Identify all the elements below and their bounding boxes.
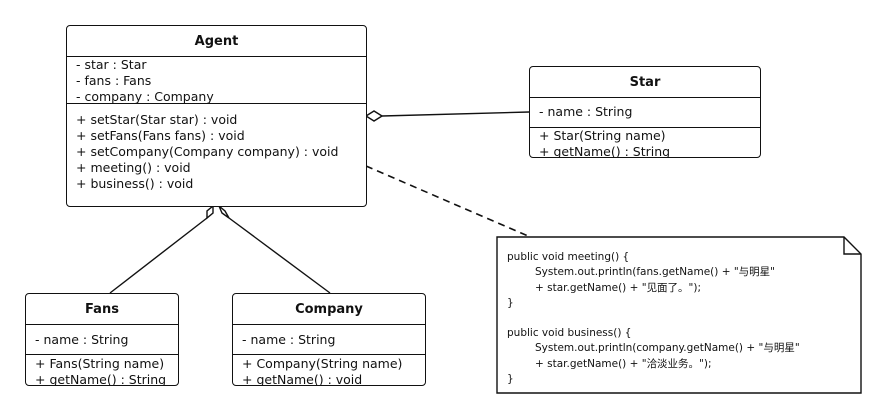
operation: + business() : void xyxy=(76,176,194,191)
note-agent-link xyxy=(365,165,529,237)
attribute: - fans : Fans xyxy=(76,73,152,88)
operation: + setCompany(Company company) : void xyxy=(76,144,339,159)
class-agent-operations: + setStar(Star star) : void + setFans(Fa… xyxy=(67,104,366,192)
star-agent-aggregation-line xyxy=(381,111,530,117)
operation: + Fans(String name) xyxy=(35,356,165,371)
note-line: } xyxy=(507,373,514,385)
class-fans-name: Fans xyxy=(26,294,178,325)
class-star-attributes: - name : String xyxy=(530,98,760,128)
attribute: - name : String xyxy=(242,332,336,347)
class-fans-attributes: - name : String xyxy=(26,325,178,355)
attribute: - star : Star xyxy=(76,57,147,72)
note-line: + star.getName() + "见面了。"); xyxy=(535,282,702,294)
star-agent-aggregation-diamond xyxy=(364,110,384,122)
note-line: + star.getName() + "洽淡业务。"); xyxy=(535,358,712,370)
note-line: public void meeting() { xyxy=(507,251,630,263)
class-company-attributes: - name : String xyxy=(233,325,425,355)
class-star[interactable]: Star - name : String + Star(String name)… xyxy=(529,66,761,158)
note-line: public void business() { xyxy=(507,327,632,339)
company-agent-aggregation-diamond xyxy=(218,205,230,219)
class-star-operations: + Star(String name) + getName() : String xyxy=(530,128,760,158)
operation: + meeting() : void xyxy=(76,160,191,175)
note-line: System.out.println(company.getName() + "… xyxy=(535,342,800,354)
note-shape xyxy=(496,236,862,394)
operation: + setStar(Star star) : void xyxy=(76,112,238,127)
operation: + Company(String name) xyxy=(242,356,403,371)
attribute: - name : String xyxy=(539,104,633,119)
operation: + getName() : String xyxy=(35,372,167,386)
class-agent-name: Agent xyxy=(67,26,366,57)
note-line: System.out.println(fans.getName() + "与明星… xyxy=(535,266,776,278)
class-agent[interactable]: Agent - star : Star - fans : Fans - comp… xyxy=(66,25,367,207)
attribute: - company : Company xyxy=(76,89,214,104)
class-company[interactable]: Company - name : String + Company(String… xyxy=(232,293,426,386)
attribute: - name : String xyxy=(35,332,129,347)
note-box[interactable]: public void meeting() { System.out.print… xyxy=(496,236,862,394)
class-agent-attributes: - star : Star - fans : Fans - company : … xyxy=(67,57,366,104)
class-fans-operations: + Fans(String name) + getName() : String xyxy=(26,355,178,386)
operation: + setFans(Fans fans) : void xyxy=(76,128,245,143)
company-agent-aggregation-line xyxy=(228,217,331,294)
note-line: } xyxy=(507,297,514,309)
class-star-name: Star xyxy=(530,67,760,98)
operation: + getName() : String xyxy=(539,144,671,158)
class-fans[interactable]: Fans - name : String + Fans(String name)… xyxy=(25,293,179,386)
fans-agent-aggregation-diamond xyxy=(206,204,214,220)
operation: + getName() : void xyxy=(242,372,363,386)
fans-agent-aggregation-line xyxy=(109,217,208,294)
class-company-name: Company xyxy=(233,294,425,325)
operation: + Star(String name) xyxy=(539,128,666,143)
class-company-operations: + Company(String name) + getName() : voi… xyxy=(233,355,425,386)
